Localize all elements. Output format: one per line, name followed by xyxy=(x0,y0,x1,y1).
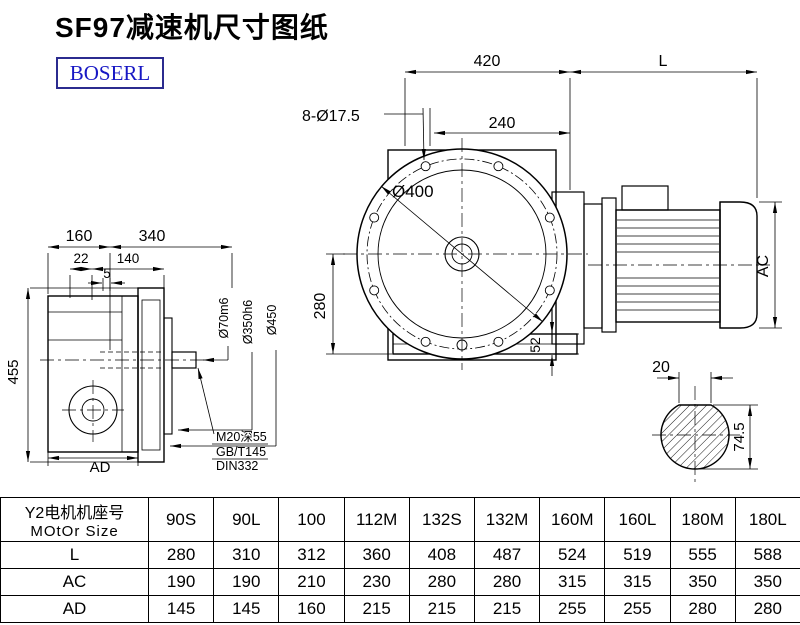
column-header: 132S xyxy=(408,497,475,542)
dim-280: 280 xyxy=(312,293,329,320)
dim-455: 455 xyxy=(5,359,22,384)
dim-140: 140 xyxy=(117,251,140,266)
dimension-cell: 280 xyxy=(473,568,541,596)
dimension-cell: 160 xyxy=(278,595,345,623)
dim-key-height: 74.5 xyxy=(731,422,748,451)
dimension-cell: 487 xyxy=(473,541,541,569)
dim-shaft-diameter: Ø70m6 xyxy=(217,297,231,338)
dim-160: 160 xyxy=(66,228,93,245)
column-header: 160L xyxy=(604,497,671,542)
dimension-cell: 190 xyxy=(147,568,215,596)
dim-52: 52 xyxy=(527,337,543,353)
dim-420: 420 xyxy=(474,53,501,70)
dimension-cell: 588 xyxy=(734,541,800,569)
tap-note-gb: GB/T145 xyxy=(216,445,266,459)
bolt-hole-callout: 8-Ø17.5 xyxy=(302,108,360,125)
dim-22: 22 xyxy=(73,251,88,266)
row-label: L xyxy=(0,541,149,569)
column-header: 100 xyxy=(278,497,345,542)
dim-240: 240 xyxy=(489,115,516,132)
dimension-cell: 230 xyxy=(343,568,410,596)
column-header: 90L xyxy=(213,497,280,542)
dimension-cell: 555 xyxy=(669,541,736,569)
dimension-cell: 280 xyxy=(408,568,475,596)
bolt-holes xyxy=(369,161,555,347)
dimension-cell: 210 xyxy=(278,568,345,596)
dimension-cell: 255 xyxy=(604,595,671,623)
dim-flange-od: Ø450 xyxy=(265,305,279,336)
dimension-cell: 524 xyxy=(539,541,606,569)
dimensions xyxy=(25,69,782,470)
dim-flange-diameter: Ø400 xyxy=(392,182,434,201)
column-header: 180M xyxy=(669,497,736,542)
dimension-cell: 312 xyxy=(278,541,345,569)
column-header: 132M xyxy=(473,497,541,542)
column-header: 112M xyxy=(343,497,410,542)
dimension-cell: 280 xyxy=(147,541,215,569)
dimension-cell: 315 xyxy=(539,568,606,596)
dimension-cell: 145 xyxy=(213,595,280,623)
dimension-cell: 315 xyxy=(604,568,671,596)
dimension-cell: 350 xyxy=(734,568,800,596)
dim-ad: AD xyxy=(90,459,111,476)
dim-340: 340 xyxy=(139,228,166,245)
shaft-section xyxy=(652,386,740,484)
dim-key-width: 20 xyxy=(652,359,670,376)
side-view xyxy=(40,287,212,463)
tap-note-m20: M20深55 xyxy=(216,430,267,444)
dimension-labels: 420 L 8-Ø17.5 240 Ø400 280 52 AC 160 340… xyxy=(5,53,772,476)
front-view xyxy=(343,138,770,370)
row-label: AD xyxy=(0,595,149,623)
dimension-cell: 215 xyxy=(408,595,475,623)
motor xyxy=(601,185,758,333)
dim-motor-length: L xyxy=(659,53,668,70)
column-header: 90S xyxy=(147,497,215,542)
boserl-logo: BOSERL xyxy=(56,57,164,89)
dimension-cell: 408 xyxy=(408,541,475,569)
dimension-cell: 255 xyxy=(539,595,606,623)
dim-spigot-diameter: Ø350h6 xyxy=(241,300,255,345)
dimension-cell: 519 xyxy=(604,541,671,569)
dimension-cell: 215 xyxy=(343,595,410,623)
tap-note-din: DIN332 xyxy=(216,459,258,473)
dimension-cell: 280 xyxy=(734,595,800,623)
dimension-cell: 280 xyxy=(669,595,736,623)
page-title: SF97减速机尺寸图纸 xyxy=(55,12,329,43)
dimension-cell: 190 xyxy=(213,568,280,596)
dim-5: 5 xyxy=(103,266,111,281)
dimension-cell: 350 xyxy=(669,568,736,596)
dimension-cell: 145 xyxy=(147,595,215,623)
dimension-cell: 310 xyxy=(213,541,280,569)
column-header: 180L xyxy=(734,497,800,542)
column-header: 160M xyxy=(539,497,606,542)
dim-motor-ac: AC xyxy=(755,255,772,277)
dimension-cell: 360 xyxy=(343,541,410,569)
dimension-cell: 215 xyxy=(473,595,541,623)
row-label: AC xyxy=(0,568,149,596)
technical-drawing: 420 L 8-Ø17.5 240 Ø400 280 52 AC 160 340… xyxy=(5,53,782,484)
